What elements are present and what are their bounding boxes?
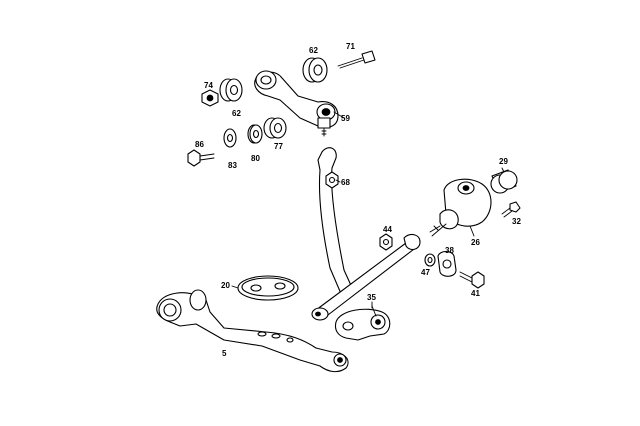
plate-20 [237, 275, 299, 301]
bushing-62-left [219, 78, 243, 102]
diagonal-bar [311, 233, 421, 321]
callout-leaders [231, 111, 505, 309]
callout-32: 32 [512, 217, 521, 226]
callout-71: 71 [346, 42, 355, 51]
upper-control-arm [254, 70, 339, 137]
callout-20: 20 [221, 281, 230, 290]
nut-74 [201, 89, 219, 107]
callout-35: 35 [367, 293, 376, 302]
bushing-62-upper [302, 57, 328, 83]
callout-77: 77 [274, 142, 283, 151]
bolt-41 [459, 271, 485, 289]
lower-control-arm-5 [156, 289, 349, 373]
bolt-71 [337, 50, 376, 69]
ball-joint-26 [429, 178, 492, 237]
callout-62-top: 62 [309, 46, 318, 55]
bracket-35 [334, 305, 391, 341]
washer-47 [424, 253, 436, 267]
callout-26: 26 [471, 238, 480, 247]
callout-38: 38 [445, 246, 454, 255]
callout-80: 80 [251, 154, 260, 163]
bushing-77 [263, 117, 287, 139]
bolt-86 [187, 149, 215, 167]
callout-44: 44 [383, 225, 392, 234]
callout-86: 86 [195, 140, 204, 149]
callout-41: 41 [471, 289, 480, 298]
clamp-38 [437, 250, 457, 277]
callout-74: 74 [204, 81, 213, 90]
boot-29 [490, 169, 518, 194]
strut-rod [317, 147, 355, 297]
callout-5: 5 [222, 349, 227, 358]
washer-80 [247, 124, 263, 144]
callout-59: 59 [341, 114, 350, 123]
screw-32 [501, 201, 521, 218]
washer-83 [223, 128, 237, 148]
callout-47: 47 [421, 268, 430, 277]
callout-62-left: 62 [232, 109, 241, 118]
nut-44 [379, 233, 393, 251]
callout-83: 83 [228, 161, 237, 170]
callout-68: 68 [341, 178, 350, 187]
callout-29: 29 [499, 157, 508, 166]
nut-68 [325, 171, 339, 189]
